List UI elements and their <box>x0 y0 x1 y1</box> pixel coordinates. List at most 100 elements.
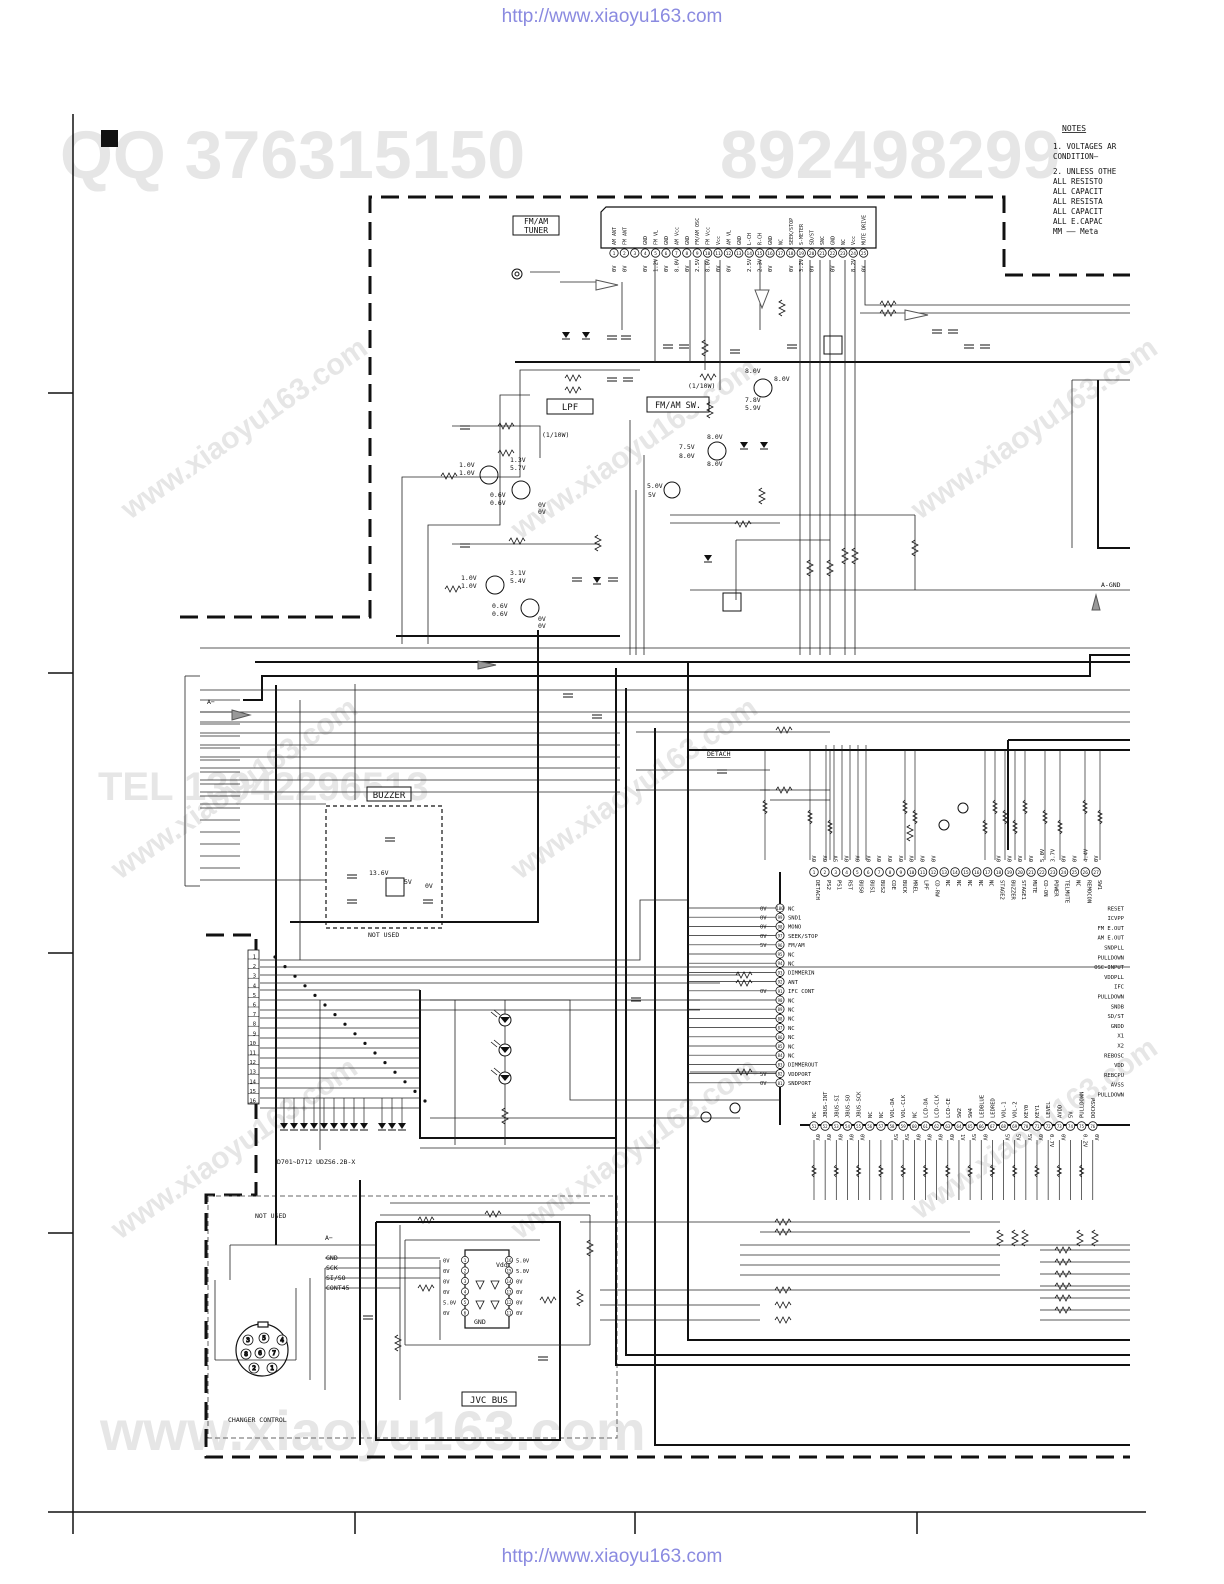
footer-url[interactable]: http://www.xiaoyu163.com <box>501 1546 723 1567</box>
tuner-pin-voltage: 0V <box>789 265 795 272</box>
a-gnd-label: A-GND <box>1101 581 1121 589</box>
mcu-left-pin-voltage: 0V <box>760 916 767 922</box>
jvc-ic-pin-number: 15 <box>506 1268 512 1273</box>
connector-pin-number: 2 <box>253 964 256 970</box>
mcu-top-pin-name: NC <box>955 880 961 887</box>
mcu-bottom-pin-voltage: 0V <box>1037 1134 1043 1141</box>
mcu-left-pin-number: 97 <box>778 934 783 939</box>
mcu-top-pin-number: 27 <box>1093 870 1099 876</box>
din-pin-number: 3 <box>246 1337 250 1344</box>
mcu-left-pin-number: 86 <box>778 1035 783 1040</box>
mcu-top-pin <box>1058 867 1069 877</box>
tuner-pin <box>723 248 734 258</box>
voltage-label: 8.0V <box>679 452 695 460</box>
mcu-bottom-pin-voltage: 0V <box>825 1134 831 1141</box>
header-url[interactable]: http://www.xiaoyu163.com <box>501 6 723 27</box>
tuner-pin <box>702 248 713 258</box>
mcu-top-pin-name: NC <box>977 880 983 887</box>
tuner-label-line2: TUNER <box>524 226 548 235</box>
mcu-right-pin-name: RESET <box>1107 906 1124 912</box>
tuner-pin <box>796 248 806 258</box>
voltage-label: 5.4V <box>510 577 526 585</box>
mcu-right-pin-name: VDDPLL <box>1104 975 1125 981</box>
mcu-top-pin-name: NC <box>944 880 950 887</box>
voltage-label: 1.0V <box>459 469 475 477</box>
mcu-bottom-pin <box>954 1121 964 1131</box>
mcu-top-pin-voltage: 0V <box>910 855 916 862</box>
tuner-pin-name: AM Vcc <box>674 227 680 245</box>
tuner-pin-name: GND <box>685 236 691 245</box>
led-diode-row <box>280 1009 512 1131</box>
mcu-left-pin-name: ANT <box>788 980 799 986</box>
mcu-bottom-pin-name: SW2 <box>957 1108 963 1118</box>
mcu-bottom-pin-voltage: 0V <box>847 1134 853 1141</box>
mcu-top-pin <box>950 867 960 877</box>
mcu-top-pin-name: NC <box>1074 880 1080 887</box>
mcu-top-pin-number: 24 <box>1061 870 1067 876</box>
jvc-ic-right-voltage: 0V <box>516 1290 523 1296</box>
mcu-left-pin-voltage: 0V <box>760 934 767 940</box>
mcu-bottom-pin-name: AVDD <box>1057 1105 1063 1118</box>
mcu-top-pin <box>896 867 906 877</box>
mcu-left-pin-name: NC <box>788 906 795 912</box>
mcu-bottom-pin-number: 63 <box>945 1124 950 1129</box>
tuner-pin <box>775 248 786 258</box>
jvc-ic-pin-number: 5 <box>464 1300 467 1305</box>
mcu-top-pin <box>993 867 1004 877</box>
tuner-pin-voltage: 2.3V <box>758 258 764 272</box>
mcu-bottom-pin-name: LCD-DA <box>924 1097 930 1118</box>
mcu-bottom-pin-number: 62 <box>934 1124 939 1129</box>
tuner-pin-number: 20 <box>809 251 815 257</box>
tuner-pin <box>661 248 671 258</box>
mcu-bottom-pin <box>853 1121 864 1131</box>
jvc-ic-left-voltage: 0V <box>443 1279 450 1285</box>
mcu-bottom-pin-voltage: 0V <box>859 1134 865 1141</box>
mcu-top-pin-name: NC <box>966 880 972 887</box>
mcu-left-pin-number: 89 <box>778 1007 783 1012</box>
tuner-pin-number: 12 <box>726 251 732 257</box>
mcu-left-pin-name: NC <box>788 962 795 968</box>
din-pin-number: 6 <box>258 1350 262 1357</box>
mcu-bottom-pin-name: VOL-CLK <box>901 1094 907 1118</box>
tuner-pin-name: FM ANT <box>622 227 628 245</box>
tuner-pin-voltage: 8.0V <box>706 258 712 272</box>
connector-pin-number: 6 <box>253 1003 256 1009</box>
jvc-ic-left-voltage: 5.0V <box>443 1300 457 1306</box>
mcu-bottom-pin <box>1065 1121 1076 1131</box>
tuner-pin-name: FM VL <box>654 230 660 245</box>
tuner-pin-number: 19 <box>798 251 804 257</box>
watermark-qq-number: 892498299 <box>720 117 1060 193</box>
jvc-ic-left-voltage: 0V <box>443 1311 450 1317</box>
mcu-bottom-pin-number: 76 <box>1090 1124 1095 1129</box>
tuner-pin <box>827 248 838 258</box>
mcu-bottom-pin-voltage: 0V <box>926 1134 932 1141</box>
mcu-top-pin-name: BUCK <box>901 880 907 894</box>
tuner-pin <box>671 248 682 258</box>
tuner-pin-number: 14 <box>746 251 752 257</box>
tuner-pin-name: AM ANT <box>612 227 618 245</box>
voltage-label: 8.0V <box>707 433 723 441</box>
tuner-pin <box>609 248 619 258</box>
mcu-top-pin-voltage: 0V <box>921 855 927 862</box>
mcu-bottom-pin-name: LEDBLUE <box>979 1095 985 1118</box>
notes-line: ALL E.CAPAC <box>1053 217 1103 226</box>
mcu-top-pin <box>1037 867 1047 877</box>
mcu-left-pin-name: MONO <box>788 925 801 931</box>
watermark-site-1: www.xiaoyu163.com <box>114 331 373 526</box>
mcu-top-pin-voltage: 0V <box>996 855 1002 862</box>
watermark-site-7: www.xiaoyu163.com <box>504 1051 763 1246</box>
mcu-bottom-pin-number: 64 <box>957 1124 962 1129</box>
mcu-left-pin-number: 95 <box>778 952 783 957</box>
section-marker <box>101 130 118 147</box>
mcu-bottom-pin-name: VOL-2 <box>1013 1101 1019 1118</box>
din-pin-number: 4 <box>280 1337 284 1344</box>
mcu-bottom-pin <box>1021 1121 1031 1131</box>
connector-pin-number: 14 <box>249 1079 256 1085</box>
jvc-ic-right-voltage: 5.0V <box>516 1269 530 1275</box>
notes-line: 1. VOLTAGES AR <box>1053 142 1117 151</box>
mcu-bottom-pin-voltage: 0.2V <box>1082 1134 1088 1148</box>
connector-pin-number: 12 <box>249 1060 256 1066</box>
notes-line: ALL RESISTA <box>1053 197 1103 206</box>
mcu-top-pin-number: 1 <box>813 870 816 876</box>
mcu-bottom-pin-voltage: 0V <box>1059 1134 1065 1141</box>
